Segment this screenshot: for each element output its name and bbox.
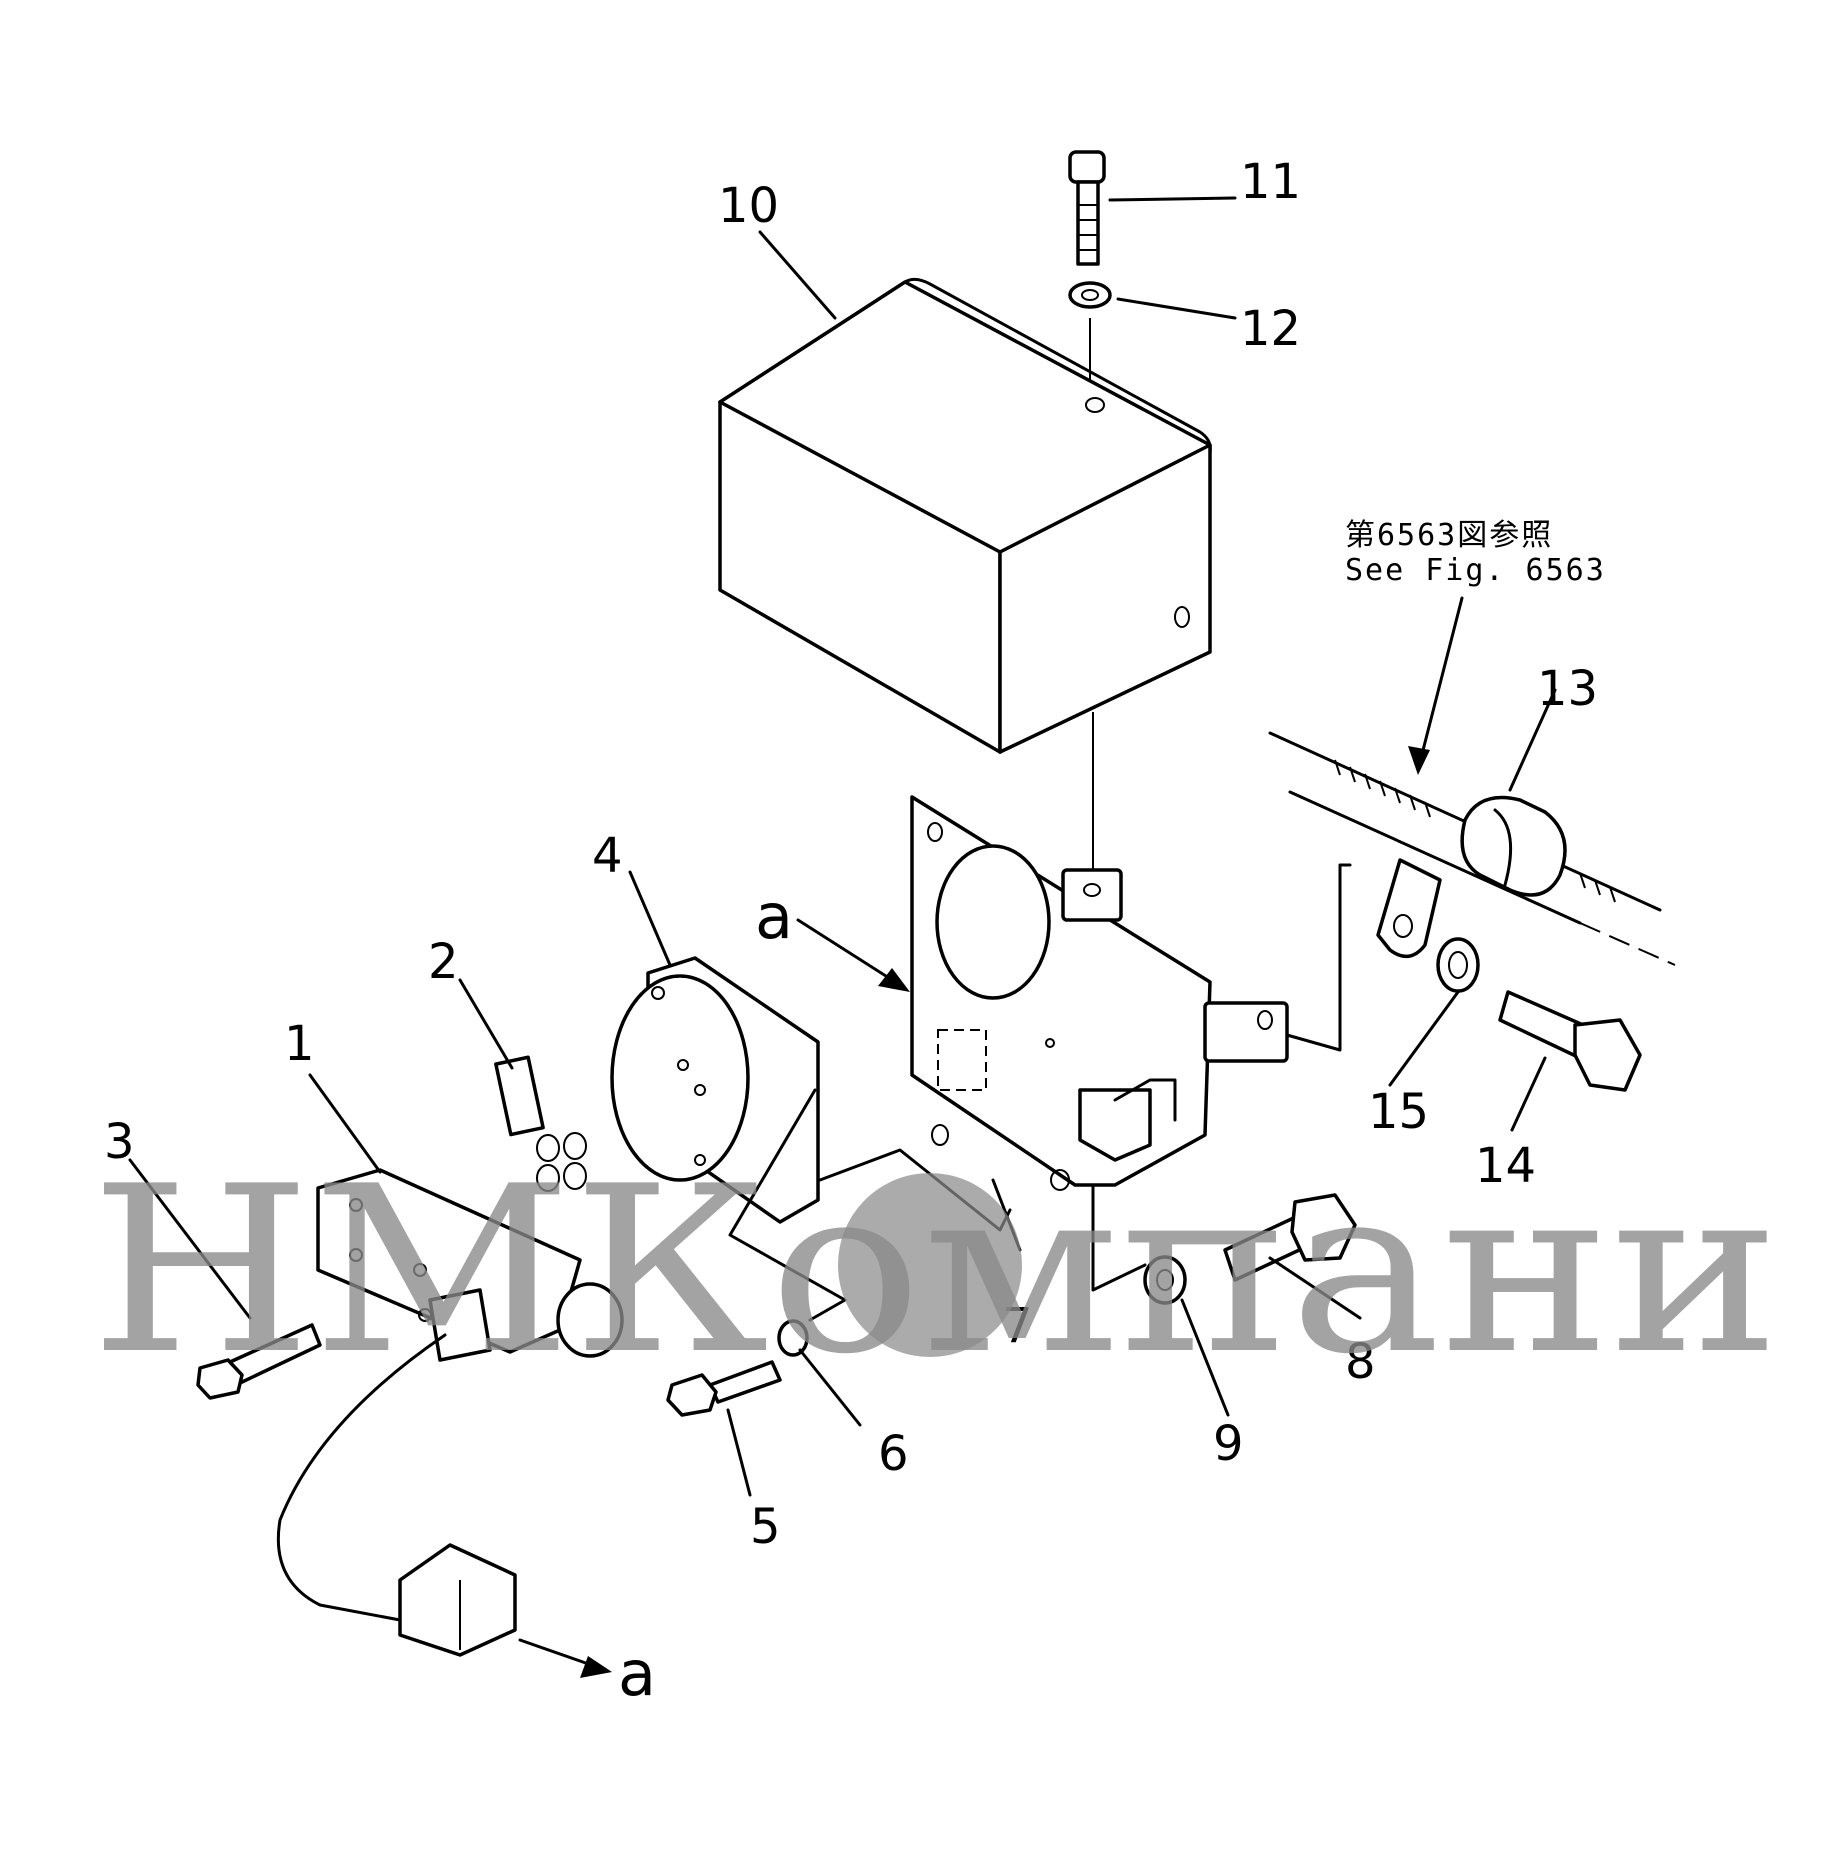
washer-6 <box>777 1319 809 1357</box>
label-part-10: 10 <box>718 178 779 234</box>
globe-icon <box>838 1173 1022 1357</box>
label-part-6: 6 <box>878 1426 909 1482</box>
assembly-line-bolt-5 <box>728 1088 847 1322</box>
reference-note-en: See Fig. 6563 <box>1345 553 1606 588</box>
bracket-plate <box>910 795 1289 1191</box>
assembly-line-washer-9 <box>1091 1183 1147 1292</box>
clamp-washer <box>1436 937 1480 993</box>
leader-lines <box>128 196 1557 1678</box>
clamp-bolt <box>1498 990 1642 1092</box>
label-part-5: 5 <box>750 1499 781 1555</box>
label-part-14: 14 <box>1475 1138 1536 1194</box>
label-part-13: 13 <box>1537 661 1598 717</box>
label-part-8: 8 <box>1345 1334 1376 1390</box>
reference-note-jp: 第6563図参照 <box>1345 518 1553 553</box>
label-part-4: 4 <box>592 828 623 884</box>
label-part-1: 1 <box>284 1016 315 1072</box>
cover-bolt <box>1068 150 1106 266</box>
label-part-12: 12 <box>1240 301 1301 357</box>
label-part-11: 11 <box>1240 154 1301 210</box>
cover-box <box>718 277 1212 754</box>
label-part-2: 2 <box>428 934 459 990</box>
label-view-a-top: a <box>755 880 793 953</box>
watermark-text: НМКомпани <box>90 1138 1780 1405</box>
cover-washer <box>1068 281 1112 309</box>
harness-link <box>1285 863 1352 1052</box>
label-part-3: 3 <box>104 1114 135 1170</box>
washer-9 <box>1143 1255 1187 1305</box>
bolt-5 <box>666 1360 782 1417</box>
bolt-8 <box>1223 1193 1357 1282</box>
hose-clamp <box>1376 795 1567 959</box>
o-rings <box>494 1055 587 1192</box>
sensor-cable <box>276 1333 447 1622</box>
watermark: НМКомпани <box>90 1138 1780 1405</box>
label-part-9: 9 <box>1213 1416 1244 1472</box>
sensor-unit <box>316 1168 624 1362</box>
connector-plug <box>398 1543 517 1657</box>
bolt-3 <box>196 1323 322 1400</box>
label-view-a-bottom: a <box>618 1637 656 1710</box>
label-part-15: 15 <box>1368 1084 1429 1140</box>
